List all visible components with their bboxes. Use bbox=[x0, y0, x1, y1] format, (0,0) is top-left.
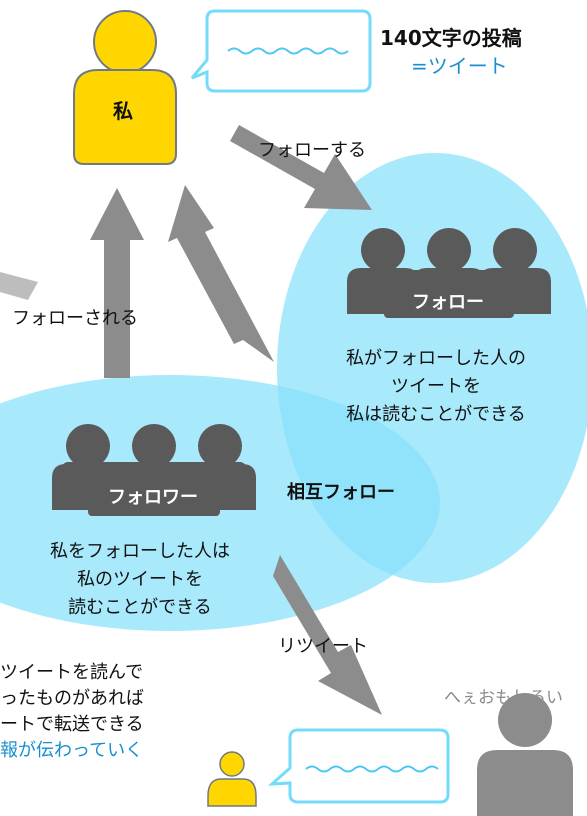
followers-caption-line-1: 私をフォローした人は bbox=[50, 541, 230, 562]
retweet-note-line-1: ツイートを読んで bbox=[0, 662, 144, 683]
retweet-note-highlight: 報が伝わっていく bbox=[0, 740, 144, 761]
mutual-arrow bbox=[168, 185, 274, 362]
following-badge: フォロー bbox=[412, 292, 484, 313]
following-caption-line-1: 私がフォローした人の bbox=[346, 348, 526, 369]
retweet-note-line-3: ートで転送できる bbox=[0, 714, 144, 735]
tweet-label-line1: 140文字の投稿 bbox=[380, 26, 522, 50]
following-caption: 私がフォローした人の ツイートを 私は読むことができる bbox=[316, 345, 556, 429]
followed-arrow-label: フォローされる bbox=[12, 308, 138, 329]
retweet-note: ツイートを読んで ったものがあれば ートで転送できる 報が伝わっていく bbox=[0, 660, 144, 764]
tweet-label-line2: =ツイート bbox=[411, 50, 508, 79]
followers-caption-line-2: 私のツイートを bbox=[77, 569, 203, 590]
retweet-bubble bbox=[267, 728, 450, 804]
retweet-note-line-2: ったものがあれば bbox=[0, 688, 144, 709]
followed-arrow bbox=[90, 188, 144, 378]
follow-arrow-label: フォローする bbox=[258, 140, 366, 161]
following-caption-line-3: 私は読むことができる bbox=[346, 404, 526, 425]
reader-person-icon bbox=[477, 693, 573, 816]
incoming-arrow-partial bbox=[0, 272, 38, 300]
follow-arrow bbox=[230, 125, 372, 210]
me-label: 私 bbox=[113, 99, 133, 123]
small-person-icon bbox=[207, 751, 257, 807]
following-group-icon bbox=[347, 228, 551, 318]
retweet-arrow bbox=[273, 555, 382, 715]
tweet-highlight: ツイート bbox=[427, 54, 508, 78]
tweet-bubble bbox=[190, 9, 372, 93]
followers-caption: 私をフォローした人は 私のツイートを 読むことができる bbox=[20, 538, 260, 622]
reader-speech: へぇおもしろい bbox=[444, 688, 563, 708]
retweet-arrow-label: リツイート bbox=[278, 636, 368, 657]
followers-group-icon bbox=[52, 424, 256, 516]
followers-badge: フォロワー bbox=[108, 487, 198, 508]
following-caption-line-2: ツイートを bbox=[391, 376, 481, 397]
tweet-equals: = bbox=[411, 54, 428, 78]
followers-caption-line-3: 読むことができる bbox=[68, 597, 212, 618]
me-person-icon bbox=[73, 10, 177, 165]
mutual-follow-label: 相互フォロー bbox=[287, 482, 395, 503]
